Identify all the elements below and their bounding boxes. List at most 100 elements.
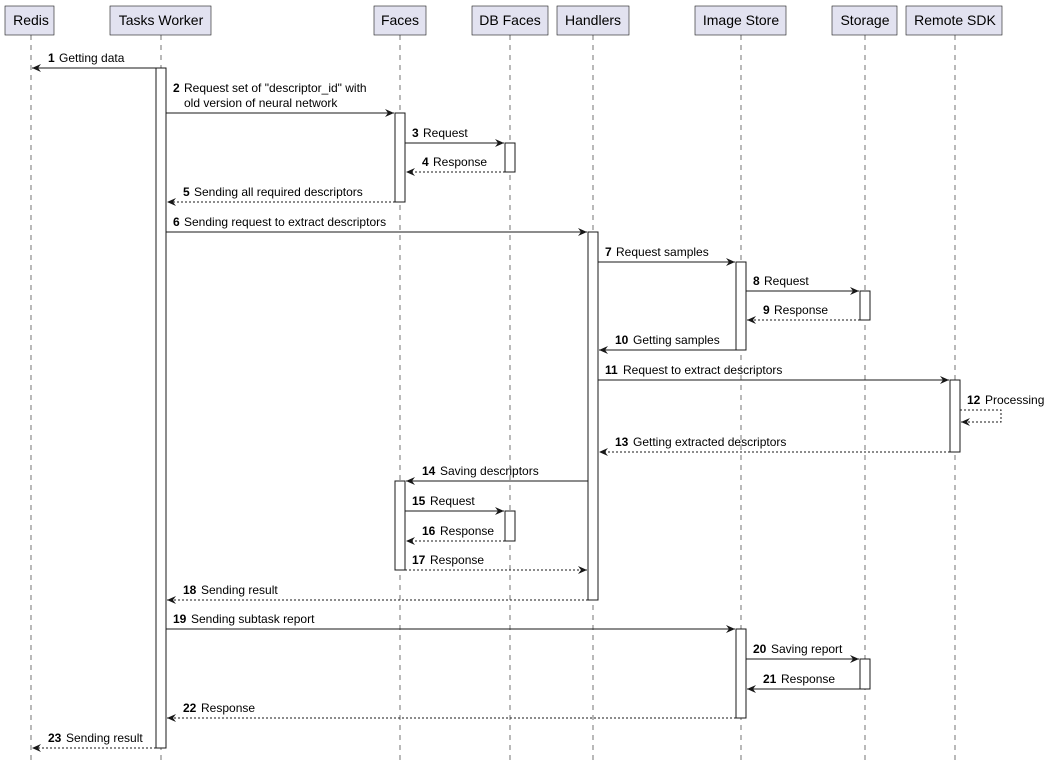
activation-bar-handlers: [587, 231, 599, 601]
message-13: 13 Getting extracted descriptors: [599, 435, 950, 456]
message-number: 5: [183, 185, 190, 199]
message-label: Response: [430, 553, 484, 567]
activation-bar-imagestore: [735, 628, 747, 719]
participant-box: [905, 5, 1003, 36]
message-14: 14 Saving descriptors: [406, 464, 588, 485]
participant-label: Handlers: [565, 12, 621, 28]
activation-bar-faces: [394, 480, 406, 571]
message-6: 6 Sending request to extract descriptors: [166, 215, 587, 236]
message-label: Sending result: [66, 731, 143, 745]
message-label: Getting extracted descriptors: [633, 435, 786, 449]
participant-label: Remote SDK: [914, 12, 996, 28]
activation-bar-storage: [859, 658, 871, 690]
message-label: Request: [764, 274, 809, 288]
activation-bar-dbfaces: [504, 142, 516, 173]
participant-box: [694, 5, 787, 36]
message-label: Request set of "descriptor_id" with: [184, 81, 367, 95]
message-number: 16: [422, 524, 436, 538]
message-12: 12 Processing: [960, 393, 1044, 426]
message-number: 18: [183, 583, 197, 597]
message-15: 15 Request: [405, 494, 504, 515]
message-21: 21 Response: [747, 672, 860, 693]
message-number: 21: [763, 672, 777, 686]
message-label: Sending all required descriptors: [194, 185, 363, 199]
message-number: 22: [183, 701, 197, 715]
message-number: 15: [412, 494, 426, 508]
message-label: Getting samples: [633, 333, 720, 347]
message-label: Request to extract descriptors: [623, 363, 782, 377]
message-label: Response: [781, 672, 835, 686]
message-20: 20 Saving report: [746, 642, 859, 663]
message-8: 8 Request: [746, 274, 859, 295]
participant-box: [831, 5, 898, 36]
participant-box: [373, 5, 427, 36]
message-label: Saving descriptors: [440, 464, 539, 478]
activation-bar-worker: [155, 67, 167, 749]
message-17: 17 Response: [405, 553, 587, 574]
message-number: 2: [173, 81, 180, 95]
participant-imagestore: Image Store: [694, 5, 787, 36]
participant-box: [109, 5, 212, 36]
participant-worker: Tasks Worker: [109, 5, 212, 36]
message-label: Processing: [985, 393, 1044, 407]
participant-handlers: Handlers: [556, 5, 630, 36]
message-number: 6: [173, 215, 180, 229]
participant-faces: Faces: [373, 5, 427, 36]
message-label: Saving report: [771, 642, 843, 656]
message-label: Response: [774, 303, 828, 317]
participant-label: DB Faces: [479, 12, 540, 28]
message-number: 12: [967, 393, 981, 407]
message-number: 9: [763, 303, 770, 317]
participant-box: [471, 5, 549, 36]
message-5: 5 Sending all required descriptors: [167, 185, 395, 206]
activation-bar-imagestore: [735, 261, 747, 351]
participant-storage: Storage: [831, 5, 898, 36]
participant-redis: Redis: [4, 5, 55, 36]
message-4: 4 Response: [406, 155, 505, 176]
message-number: 17: [412, 553, 426, 567]
message-10: 10 Getting samples: [599, 333, 736, 354]
message-number: 14: [422, 464, 436, 478]
participant-label: Tasks Worker: [119, 12, 204, 28]
message-label: old version of neural network: [184, 96, 338, 110]
activation-bar-faces: [394, 112, 406, 203]
participant-label: Redis: [13, 12, 49, 28]
message-label: Response: [440, 524, 494, 538]
message-23: 23 Sending result: [32, 731, 156, 752]
message-label: Request: [430, 494, 475, 508]
message-label: Sending result: [201, 583, 278, 597]
message-number: 3: [412, 126, 419, 140]
message-11: 11 Request to extract descriptors: [598, 363, 949, 384]
message-number: 23: [48, 731, 62, 745]
message-number: 20: [753, 642, 767, 656]
participant-label: Storage: [840, 12, 889, 28]
participant-label: Image Store: [703, 12, 779, 28]
participant-box: [556, 5, 630, 36]
participant-label: Faces: [381, 12, 419, 28]
message-9: 9 Response: [747, 303, 860, 324]
message-number: 10: [615, 333, 629, 347]
message-number: 8: [753, 274, 760, 288]
activation-bar-storage: [859, 290, 871, 321]
activation-bar-dbfaces: [504, 510, 516, 542]
message-number: 13: [615, 435, 629, 449]
message-number: 4: [422, 155, 429, 169]
message-number: 11: [605, 363, 618, 377]
message-16: 16 Response: [406, 524, 505, 545]
message-arrow: [960, 409, 1002, 426]
participant-box: [4, 5, 55, 36]
message-label: Sending subtask report: [191, 612, 315, 626]
activation-bar-remotesdk: [949, 379, 961, 453]
message-label: Response: [433, 155, 487, 169]
message-label: Getting data: [59, 51, 125, 65]
participant-remotesdk: Remote SDK: [905, 5, 1003, 36]
message-label: Sending request to extract descriptors: [184, 215, 386, 229]
message-label: Request samples: [616, 245, 709, 259]
message-2: 2 Request set of "descriptor_id" withold …: [166, 81, 394, 117]
